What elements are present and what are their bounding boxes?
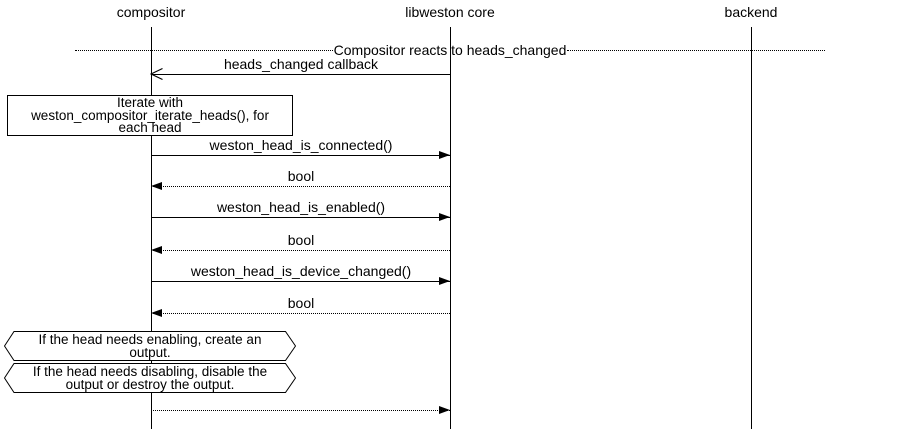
lifeline-compositor <box>151 27 152 429</box>
participant-label-libweston-core: libweston core <box>405 4 495 20</box>
lifeline-backend <box>751 27 752 429</box>
filled-arrowhead-right <box>439 150 450 159</box>
condition-line: output. <box>129 345 171 360</box>
divider-label: Compositor reacts to heads_changed <box>333 42 567 58</box>
message-line-unlabeled-return <box>151 410 450 411</box>
condition-box-disabling: If the head needs disabling, disable the… <box>4 363 296 393</box>
filled-arrowhead-left <box>151 308 162 317</box>
participant-label-backend: backend <box>724 4 778 20</box>
filled-arrowhead-left <box>151 245 162 254</box>
message-label-heads-changed-callback: heads_changed callback <box>223 56 379 72</box>
message-line-weston-head-is-enabled <box>151 217 450 218</box>
message-label-weston-head-is-connected: weston_head_is_connected() <box>209 137 393 153</box>
message-label-bool-3: bool <box>287 295 315 311</box>
divider-line-left <box>75 49 333 51</box>
message-label-weston-head-is-device-changed: weston_head_is_device_changed() <box>190 263 412 279</box>
lifeline-libweston-core <box>450 27 451 429</box>
participant-label-compositor: compositor <box>116 4 186 20</box>
filled-arrowhead-right <box>439 405 450 414</box>
condition-line: If the head needs disabling, disable the <box>32 364 268 379</box>
message-line-bool-2 <box>151 250 450 251</box>
message-label-bool-2: bool <box>287 232 315 248</box>
message-label-weston-head-is-enabled: weston_head_is_enabled() <box>216 199 386 215</box>
filled-arrowhead-right <box>439 212 450 221</box>
message-line-bool-1 <box>151 186 450 187</box>
message-line-heads-changed-callback <box>151 74 450 75</box>
note-iterate-heads: Iterate with weston_compositor_iterate_h… <box>7 95 293 136</box>
condition-line: If the head needs enabling, create an <box>38 332 262 347</box>
hexagon-shape <box>4 363 296 393</box>
divider-line-right <box>567 49 826 51</box>
message-line-weston-head-is-device-changed <box>151 281 450 282</box>
hexagon-shape <box>4 331 296 361</box>
message-line-weston-head-is-connected <box>151 155 450 156</box>
note-line: each head <box>118 120 182 136</box>
message-line-bool-3 <box>151 313 450 314</box>
message-label-bool-1: bool <box>287 168 315 184</box>
condition-box-enabling: If the head needs enabling, create an ou… <box>4 331 296 361</box>
divider-compositor-reacts: Compositor reacts to heads_changed <box>75 42 826 58</box>
filled-arrowhead-left <box>151 181 162 190</box>
note-line: weston_compositor_iterate_heads(), for <box>31 107 269 123</box>
note-line: Iterate with <box>116 95 184 110</box>
filled-arrowhead-right <box>439 276 450 285</box>
condition-line: output or destroy the output. <box>65 377 235 392</box>
open-arrowhead-left <box>150 67 163 81</box>
